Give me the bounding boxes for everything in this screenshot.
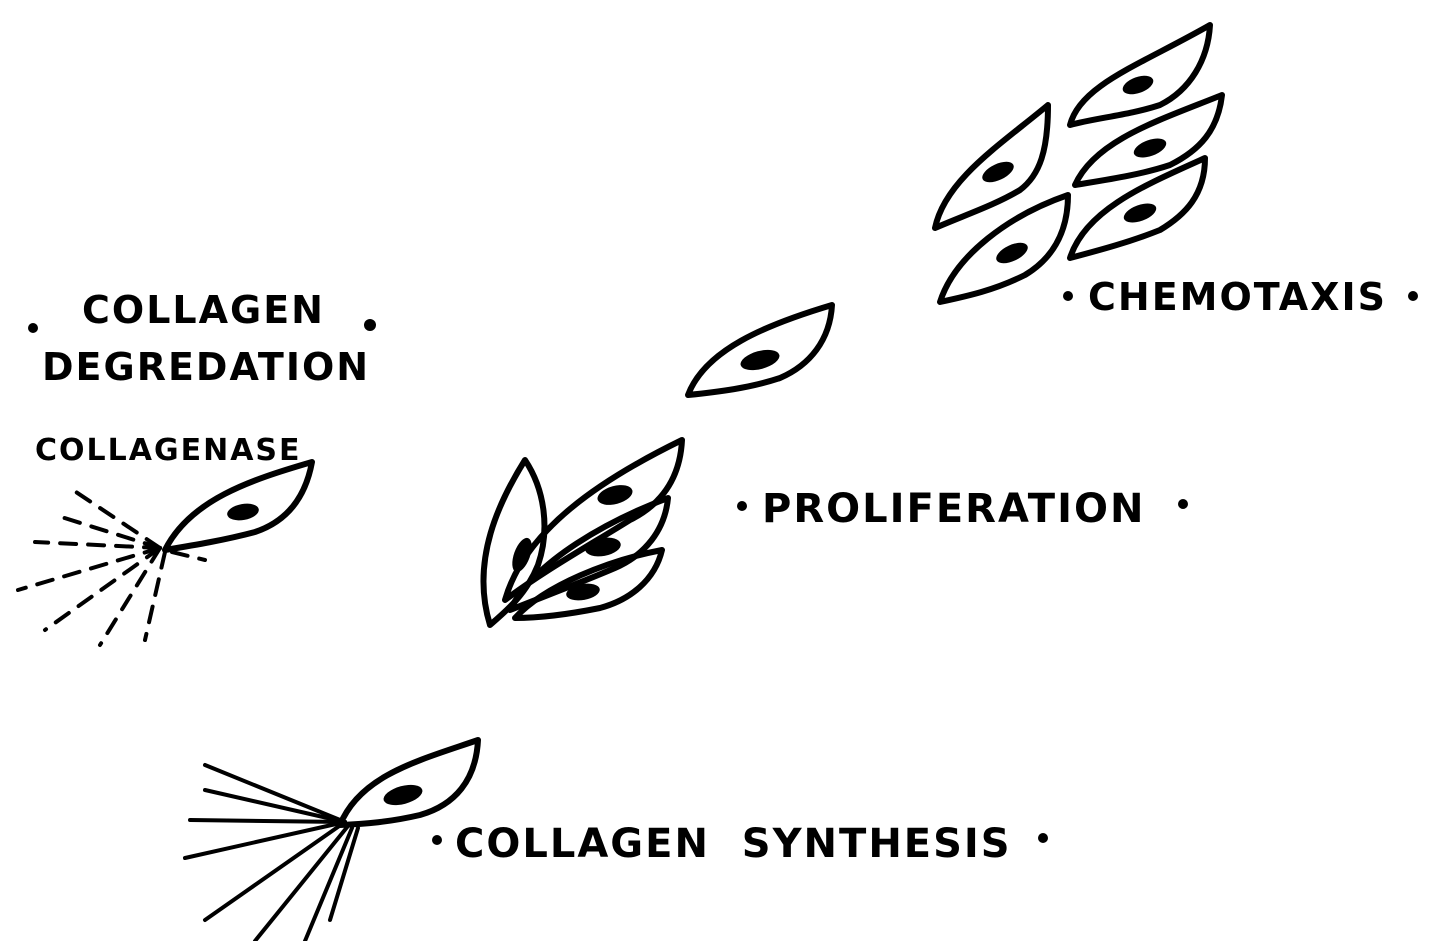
bullet-dot <box>1408 291 1418 301</box>
label-collagen-degradation-line1: COLLAGEN <box>82 288 325 332</box>
bullet-dot <box>28 323 38 333</box>
bullet-dot <box>737 501 747 511</box>
fibroblast-cell <box>940 195 1068 302</box>
bullet-dot <box>1038 833 1048 843</box>
label-collagen-degradation-line2: DEGREDATION <box>42 345 370 389</box>
bullet-dot <box>432 835 442 845</box>
proliferation-cell-cluster <box>483 440 682 625</box>
fibroblast-cell <box>688 305 832 395</box>
bullet-dot <box>1178 499 1188 509</box>
collagen-fibers <box>185 765 358 941</box>
fibroblast-cell-synthesizing <box>340 740 478 825</box>
bullet-dot <box>364 319 376 331</box>
label-collagen-synthesis: COLLAGEN SYNTHESIS <box>455 821 1012 867</box>
label-chemotaxis: CHEMOTAXIS <box>1088 275 1387 319</box>
label-proliferation: PROLIFERATION <box>762 486 1145 532</box>
chemotaxis-cell-cluster <box>935 25 1222 302</box>
fibroblast-cell-secreting <box>165 462 312 550</box>
label-collagenase: COLLAGENASE <box>35 433 302 468</box>
bullet-dot <box>1063 291 1073 301</box>
collagenase-spray-lines <box>18 488 205 645</box>
